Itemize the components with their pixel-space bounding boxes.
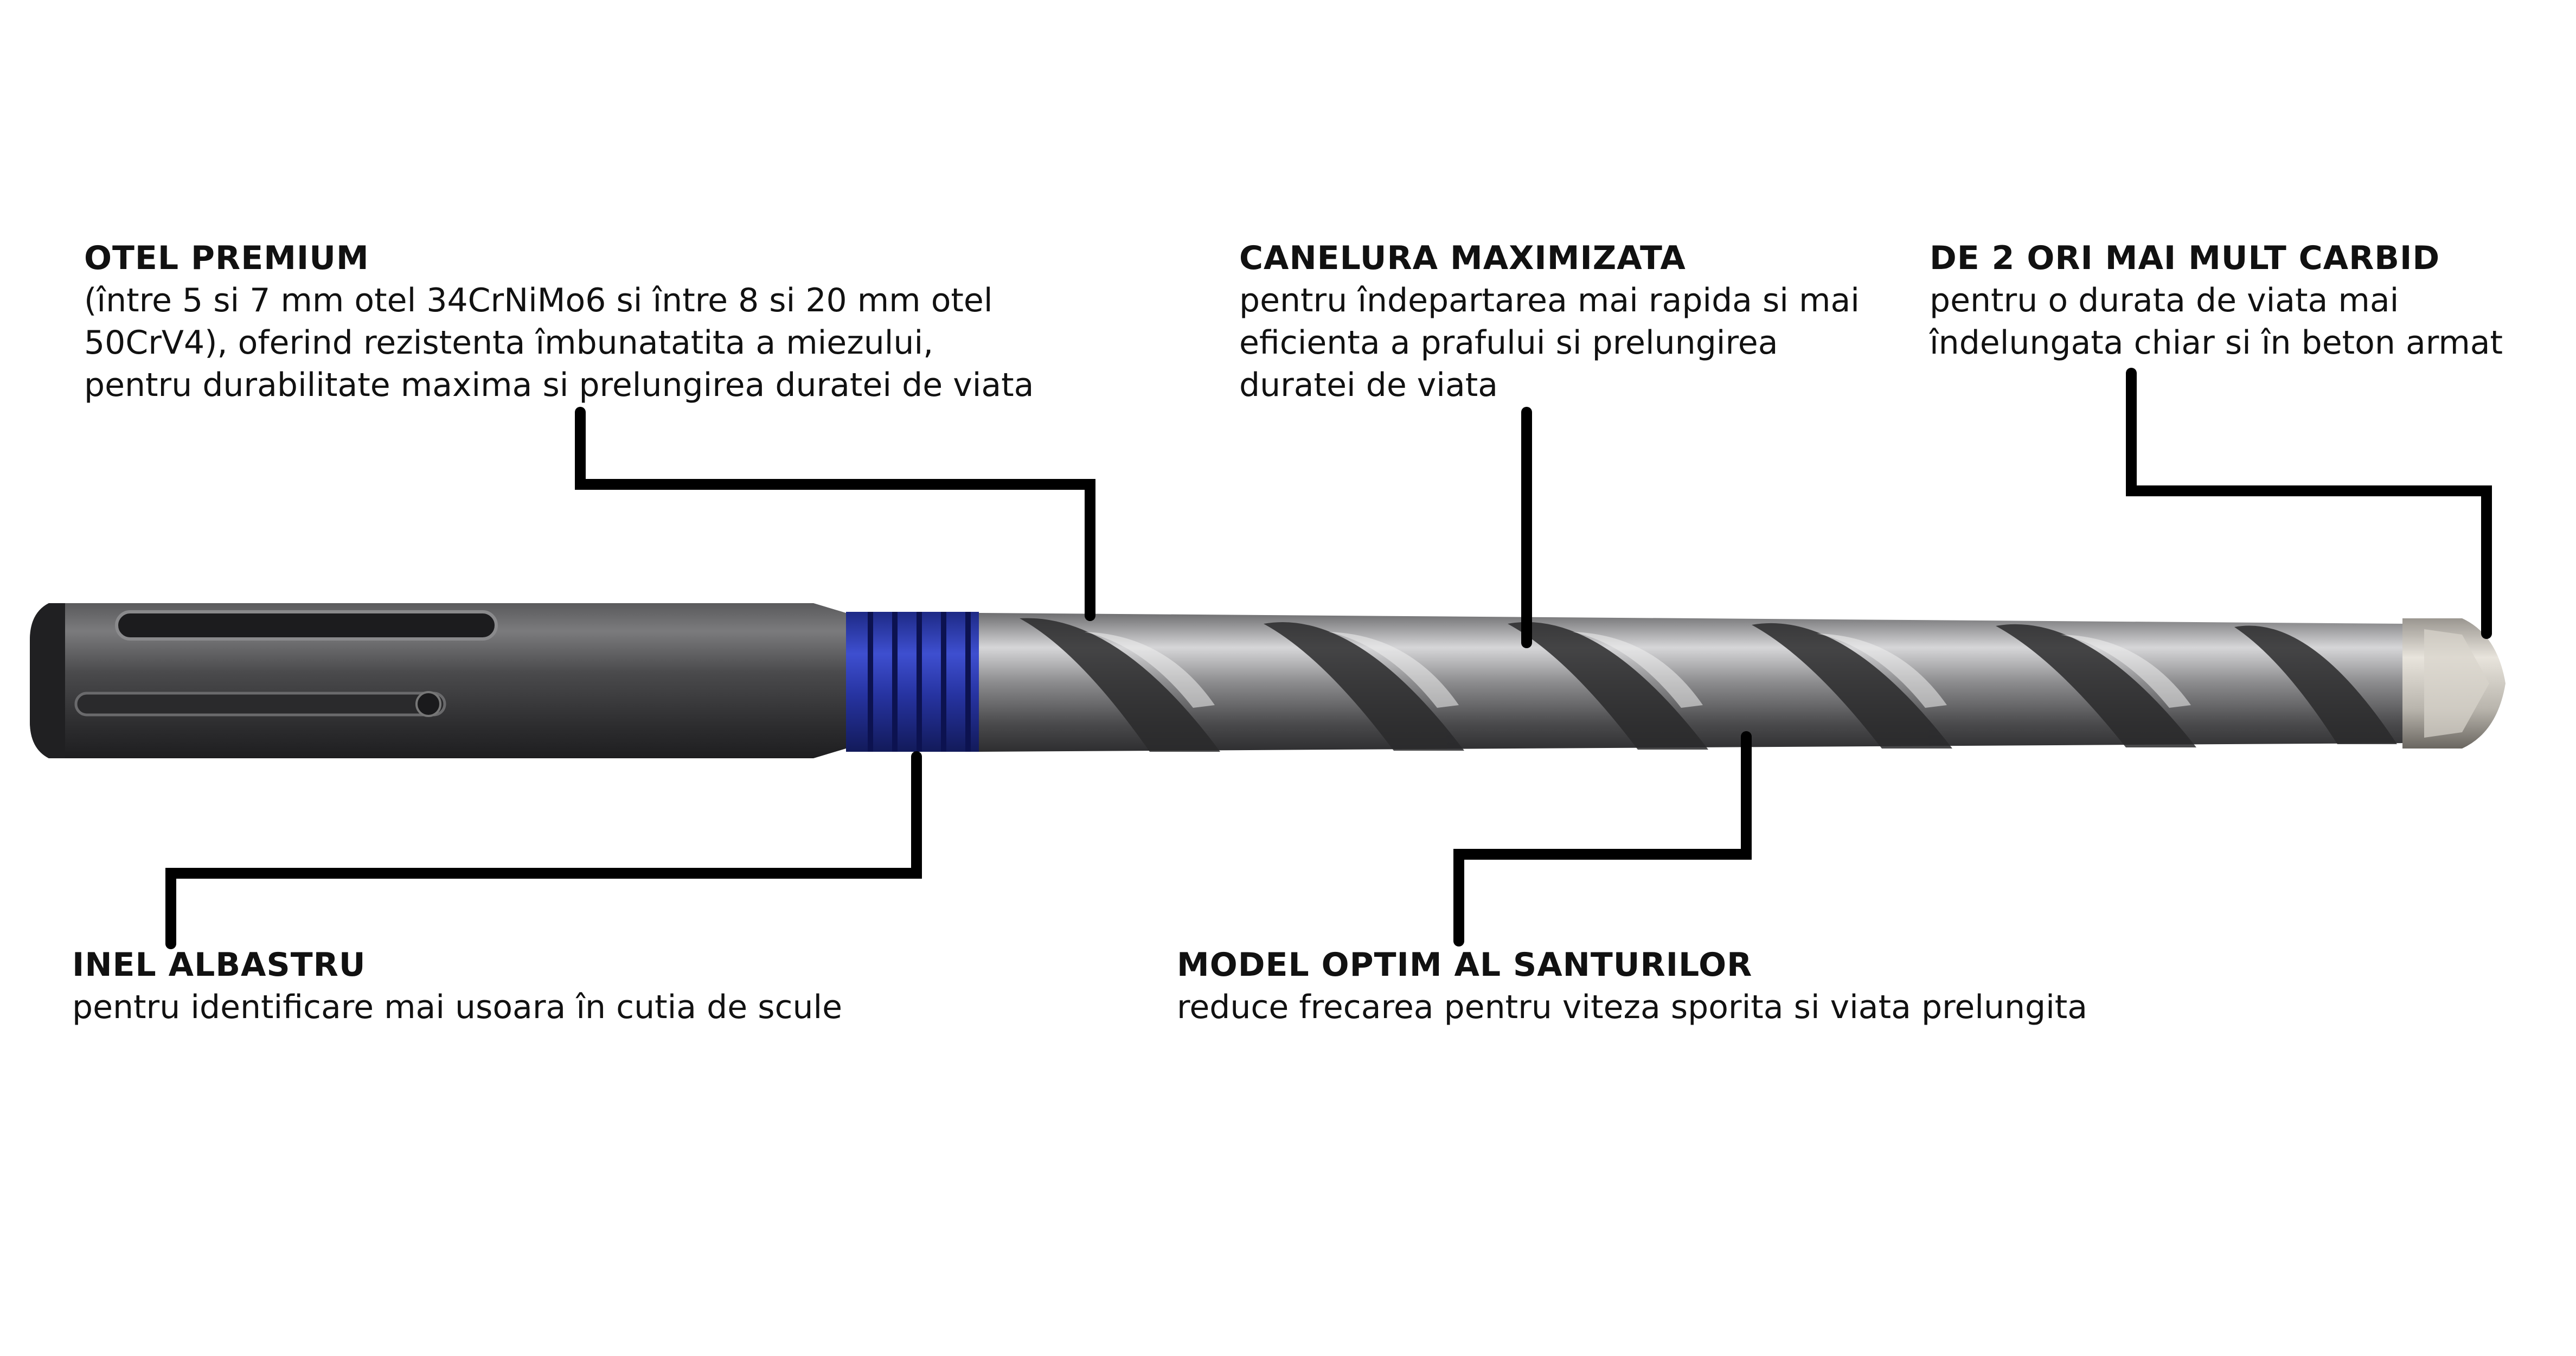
- callout-carbid: DE 2 ORI MAI MULT CARBID pentru o durata…: [1930, 237, 2569, 364]
- callout-title: OTEL PREMIUM: [84, 239, 369, 277]
- callout-text: pentru identificare mai usoara în cutia …: [72, 988, 843, 1026]
- leader-otel-premium: [575, 407, 1095, 621]
- leader-carbid: [2126, 368, 2492, 639]
- shank-groove-top: [115, 610, 498, 641]
- blue-ring: [846, 612, 979, 752]
- callout-inel: INEL ALBASTRU pentru identificare mai us…: [72, 944, 1048, 1028]
- callout-text: (între 5 si 7 mm otel 34CrNiMo6 si între…: [84, 282, 1034, 404]
- callout-title: DE 2 ORI MAI MULT CARBID: [1930, 239, 2440, 277]
- carbide-tip: [2402, 618, 2505, 749]
- callout-title: MODEL OPTIM AL SANTURILOR: [1177, 946, 1753, 984]
- fluted-body: [979, 613, 2408, 752]
- callout-text: pentru îndepartarea mai rapida si mai ef…: [1239, 282, 1860, 404]
- callout-canelura: CANELURA MAXIMIZATA pentru îndepartarea …: [1239, 237, 1917, 406]
- leader-inel: [165, 751, 922, 949]
- callout-title: CANELURA MAXIMIZATA: [1239, 239, 1686, 277]
- shank-groove-bottom: [74, 692, 446, 717]
- callout-text: reduce frecarea pentru viteza sporita si…: [1177, 988, 2088, 1026]
- callout-title: INEL ALBASTRU: [72, 946, 366, 984]
- callout-otel-premium: OTEL PREMIUM (între 5 si 7 mm otel 34CrN…: [84, 237, 1169, 406]
- shank: [30, 603, 846, 758]
- callout-model: MODEL OPTIM AL SANTURILOR reduce frecare…: [1177, 944, 2316, 1028]
- leader-lines: [165, 368, 2492, 949]
- leader-model: [1453, 731, 1752, 946]
- callout-text: pentru o durata de viata mai îndelungata…: [1930, 282, 2503, 362]
